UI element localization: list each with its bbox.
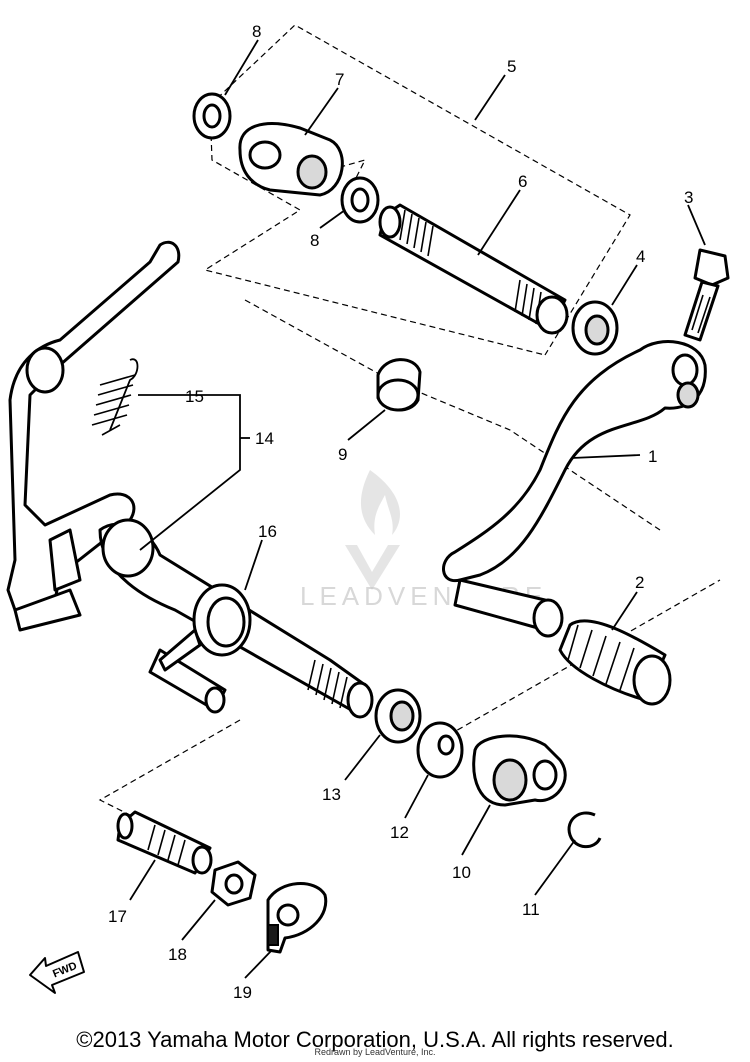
oil-seal-13 — [374, 688, 422, 744]
washer-12 — [416, 721, 464, 779]
nut-18 — [210, 860, 257, 907]
stopper-10 — [472, 734, 567, 807]
callout-labels: 1 2 3 4 5 6 7 8 8 9 10 11 12 13 14 15 16… — [108, 22, 693, 1002]
fwd-arrow-icon — [29, 951, 85, 994]
shift-arm-7 — [238, 122, 344, 197]
collar-9 — [376, 358, 422, 412]
return-spring-16 — [158, 583, 252, 672]
washer-8-middle — [340, 176, 380, 224]
callout-19: 19 — [233, 983, 252, 1002]
callout-8-middle: 8 — [310, 231, 319, 250]
callout-4: 4 — [636, 247, 645, 266]
callout-18: 18 — [168, 945, 187, 964]
callout-17: 17 — [108, 907, 127, 926]
callout-13: 13 — [322, 785, 341, 804]
callout-6: 6 — [518, 172, 527, 191]
stud-bolt-17 — [116, 810, 213, 875]
callout-3: 3 — [684, 188, 693, 207]
copyright-notice: ©2013 Yamaha Motor Corporation, U.S.A. A… — [76, 1027, 674, 1052]
callout-15: 15 — [185, 387, 204, 406]
callout-9: 9 — [338, 445, 347, 464]
oil-seal-4 — [571, 300, 619, 356]
callout-11: 11 — [522, 900, 540, 919]
washer-8-top — [192, 92, 232, 140]
spring-15 — [91, 358, 139, 436]
shift-pedal-1 — [442, 340, 707, 638]
callout-2: 2 — [635, 573, 644, 592]
shaft-6 — [378, 203, 569, 335]
callout-5: 5 — [507, 57, 516, 76]
callout-12: 12 — [390, 823, 409, 842]
redrawn-credit: Redrawn by LeadVenture, Inc. — [314, 1047, 436, 1057]
callout-10: 10 — [452, 863, 471, 882]
pedal-rubber-2 — [558, 619, 672, 706]
shaft-14-splines — [307, 659, 348, 709]
bolt-3 — [683, 248, 730, 342]
callout-7: 7 — [335, 70, 344, 89]
callout-8-top: 8 — [252, 22, 261, 41]
callout-16: 16 — [258, 522, 277, 541]
lock-washer-19 — [266, 882, 328, 954]
shaft-6-splines — [399, 209, 542, 325]
callout-1: 1 — [648, 447, 657, 466]
callout-14: 14 — [255, 429, 274, 448]
circlip-11 — [567, 811, 602, 849]
leader-lines — [129, 39, 706, 979]
